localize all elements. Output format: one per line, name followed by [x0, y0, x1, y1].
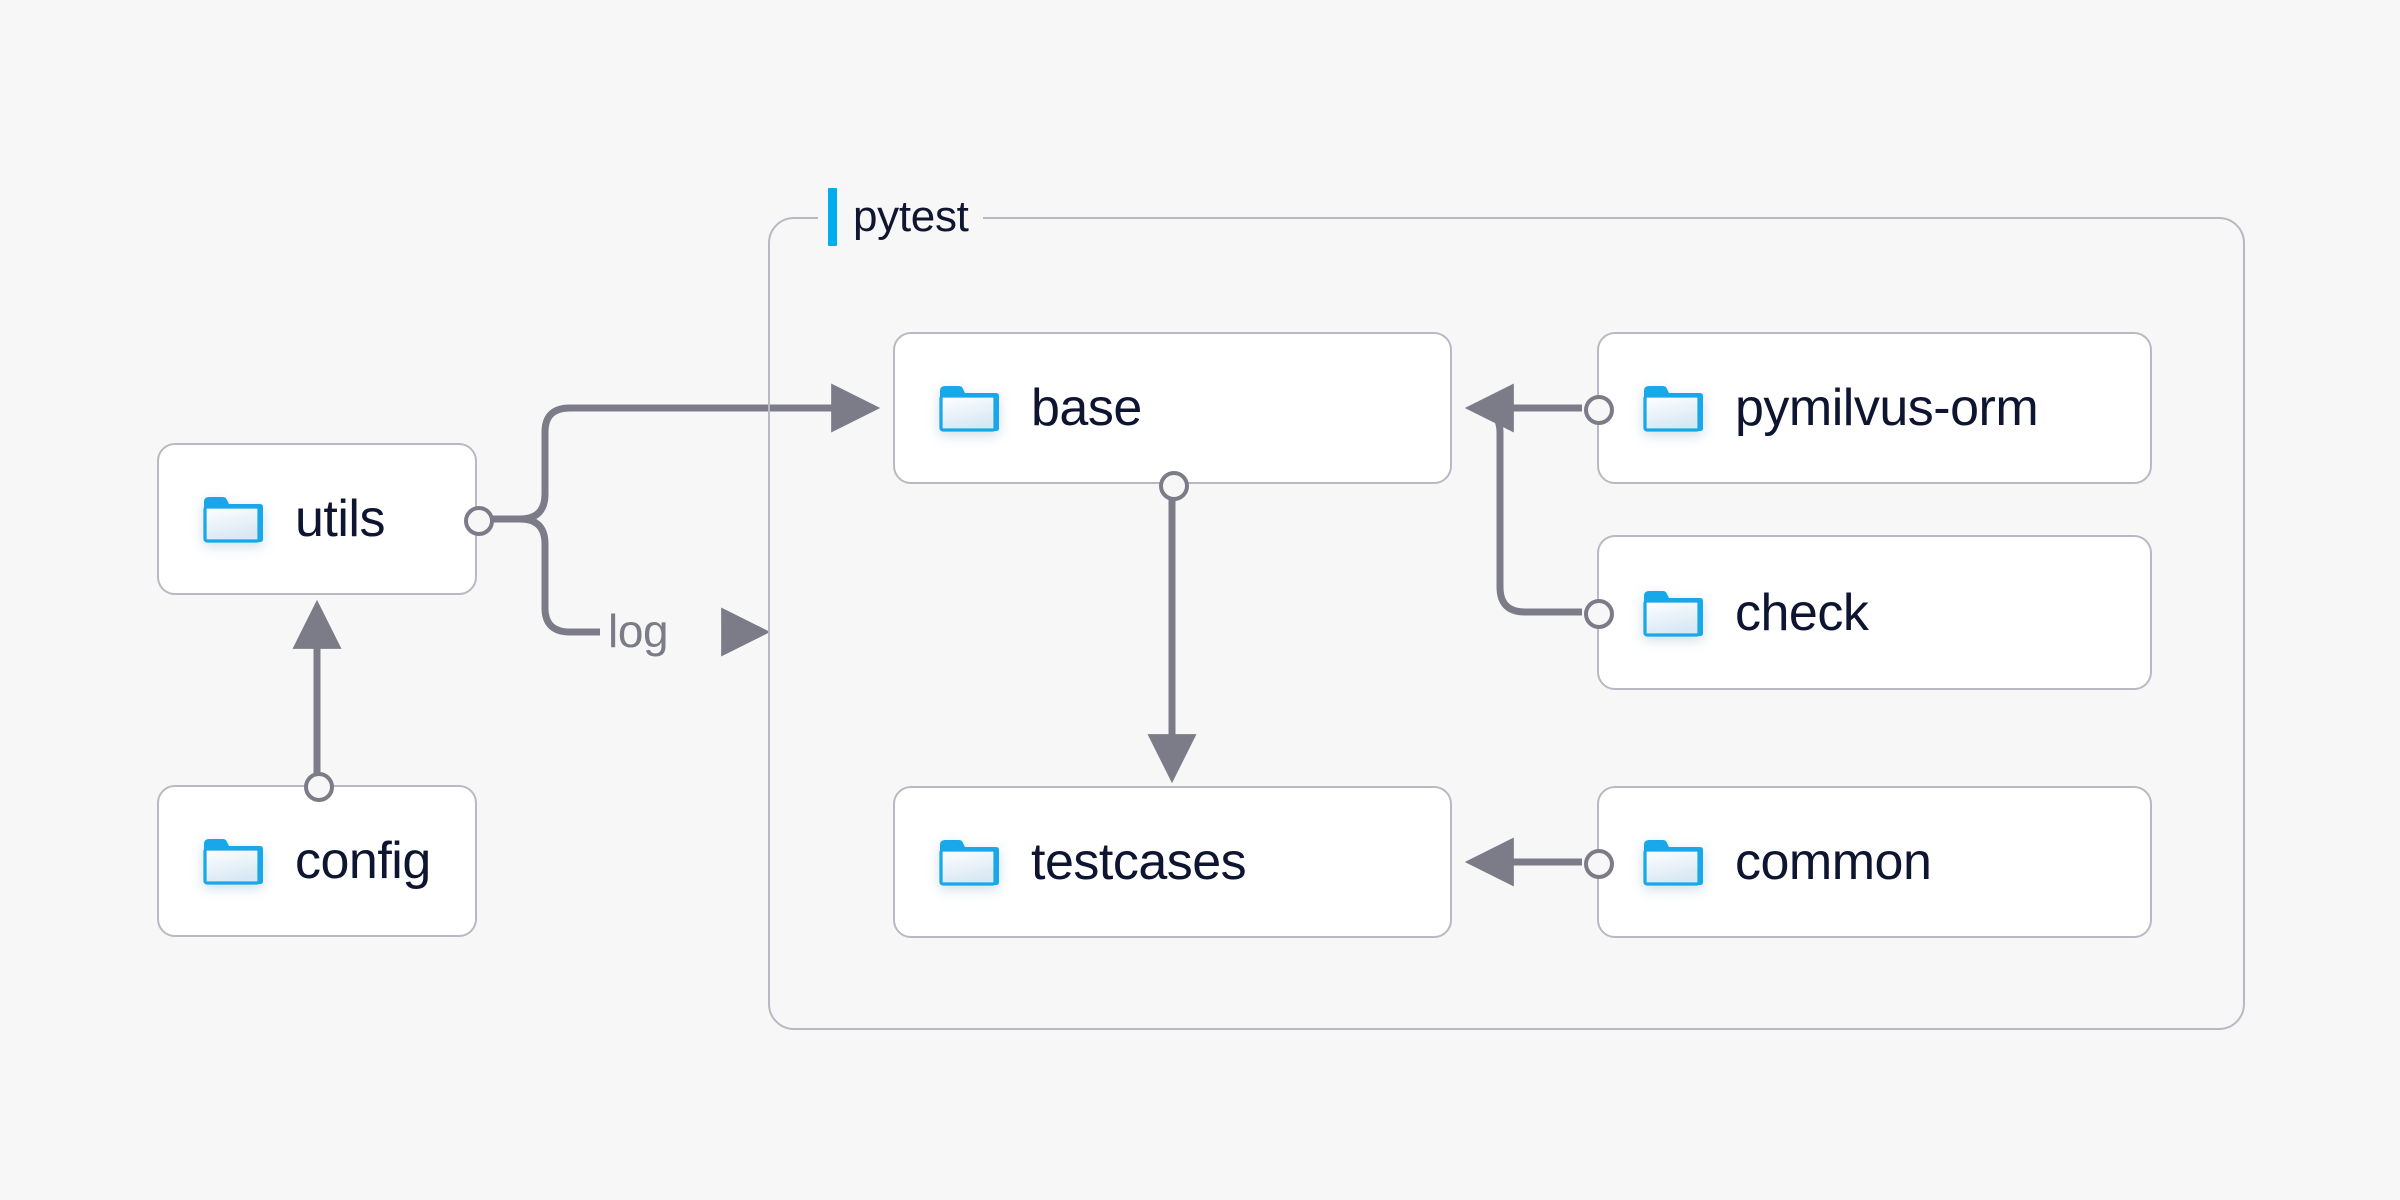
node-label: testcases	[1031, 833, 1247, 891]
node-base[interactable]: base	[893, 332, 1452, 501]
node-label: utils	[295, 490, 385, 548]
port-check-left[interactable]	[1584, 599, 1614, 629]
node-label: common	[1735, 833, 1932, 891]
node-common[interactable]: common	[1584, 786, 2152, 938]
folder-icon	[1641, 587, 1703, 639]
node-label: base	[1031, 379, 1142, 437]
wire-utils-to-log	[519, 515, 600, 636]
port-common-left[interactable]	[1584, 849, 1614, 879]
group-pytest-label: pytest	[818, 188, 983, 246]
node-utils[interactable]: utils	[157, 443, 494, 595]
node-check[interactable]: check	[1584, 535, 2152, 690]
folder-icon	[201, 835, 263, 887]
accent-bar-icon	[828, 188, 837, 246]
node-pymilvus-orm[interactable]: pymilvus-orm	[1584, 332, 2152, 484]
folder-icon	[1641, 836, 1703, 888]
folder-icon	[1641, 382, 1703, 434]
port-base-bottom[interactable]	[1159, 471, 1189, 501]
port-config-top[interactable]	[304, 772, 334, 802]
folder-icon	[937, 382, 999, 434]
group-pytest	[768, 217, 2245, 1030]
folder-icon	[937, 836, 999, 888]
edge-label-log: log	[608, 605, 669, 657]
node-label: config	[295, 832, 431, 890]
node-label: pymilvus-orm	[1735, 379, 2039, 437]
group-title: pytest	[853, 192, 969, 241]
port-utils-right[interactable]	[464, 506, 494, 536]
node-label: check	[1735, 583, 1869, 642]
node-testcases[interactable]: testcases	[893, 786, 1452, 938]
port-pymilvus-orm-left[interactable]	[1584, 395, 1614, 425]
node-config[interactable]: config	[157, 772, 477, 937]
folder-icon	[201, 493, 263, 545]
